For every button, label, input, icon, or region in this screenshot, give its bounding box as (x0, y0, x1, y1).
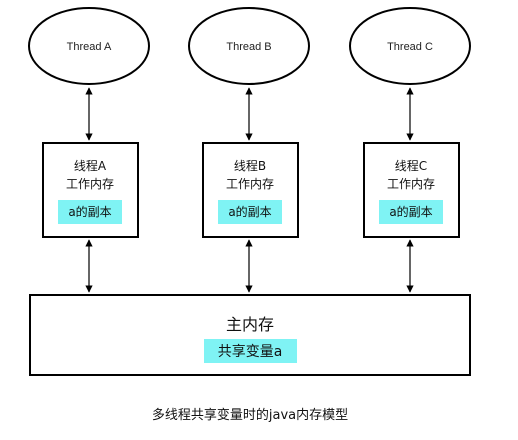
diagram-caption: 多线程共享变量时的java内存模型 (152, 407, 348, 423)
thread-a-memory-title-line2: 工作内存 (66, 177, 114, 191)
thread-b-memory-title-line1: 线程B (234, 158, 266, 173)
thread-b-copy-label: a的副本 (228, 204, 271, 219)
thread-a-working-memory: 线程A 工作内存 a的副本 (42, 142, 139, 238)
thread-c-label: Thread C (387, 41, 433, 53)
thread-c-memory-title-line1: 线程C (395, 158, 427, 173)
main-memory-box: 主内存 共享变量a (29, 294, 471, 376)
thread-a-copy-label: a的副本 (68, 204, 111, 219)
thread-a-memory-title-line1: 线程A (74, 158, 107, 173)
thread-b-label: Thread B (226, 41, 271, 53)
thread-b-memory-title-line2: 工作内存 (226, 177, 274, 191)
thread-a-label: Thread A (67, 41, 112, 53)
thread-c-memory-title-line2: 工作内存 (387, 177, 435, 191)
thread-c-node: Thread C (349, 7, 471, 85)
thread-c-working-memory: 线程C 工作内存 a的副本 (363, 142, 460, 238)
thread-b-node: Thread B (188, 7, 310, 85)
thread-c-copy-label: a的副本 (389, 204, 432, 219)
thread-a-node: Thread A (28, 7, 150, 85)
thread-b-working-memory: 线程B 工作内存 a的副本 (202, 142, 299, 238)
main-memory-title: 主内存 (226, 315, 274, 334)
shared-variable-label: 共享变量a (218, 343, 283, 360)
